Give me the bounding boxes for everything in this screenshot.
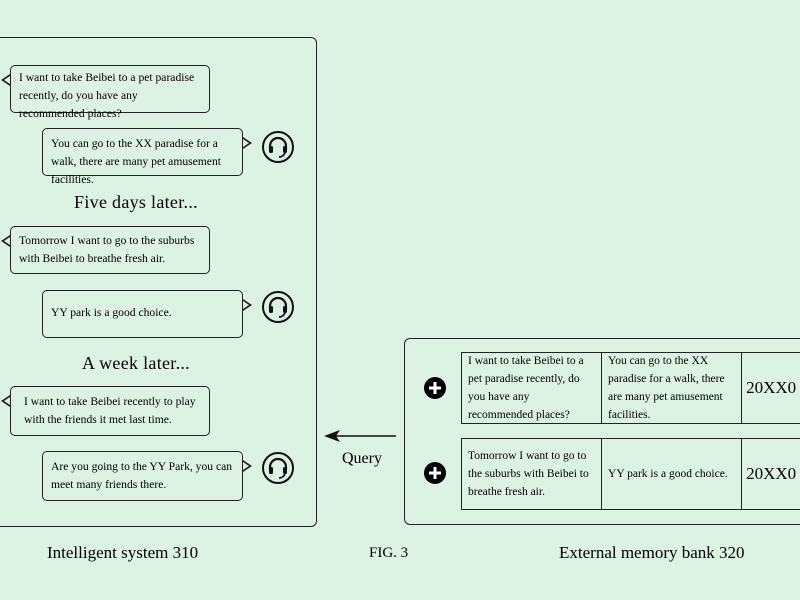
assistant-message-3-text: Are you going to the YY Park, you can me… bbox=[51, 460, 233, 491]
caption-intelligent-system: Intelligent system 310 bbox=[47, 543, 199, 562]
plus-circle-icon bbox=[424, 377, 446, 399]
user-message-2-text: Tomorrow I want to go to the suburbs wit… bbox=[19, 234, 195, 265]
caption-figure-number: FIG. 3 bbox=[369, 545, 409, 561]
memory-query-cell: Tomorrow I want to go to the suburbs wit… bbox=[462, 439, 603, 509]
time-label-five-days: Five days later... bbox=[74, 192, 198, 212]
memory-date-cell: 20XX0 bbox=[746, 378, 797, 397]
user-message-3-text: I want to take Beibei recently to play w… bbox=[24, 395, 196, 426]
assistant-message-1-text: You can go to the XX paradise for a walk… bbox=[51, 137, 221, 186]
intelligent-system-panel bbox=[0, 37, 317, 527]
user-message-1: I want to take Beibei to a pet paradise … bbox=[1, 65, 210, 120]
external-memory-panel bbox=[404, 338, 800, 525]
memory-response-cell: You can go to the XX paradise for a walk… bbox=[602, 353, 743, 423]
assistant-message-1: You can go to the XX paradise for a walk… bbox=[42, 128, 252, 186]
user-message-1-text: I want to take Beibei to a pet paradise … bbox=[19, 71, 195, 120]
memory-response-cell: YY park is a good choice. bbox=[602, 439, 743, 509]
user-message-2: Tomorrow I want to go to the suburbs wit… bbox=[1, 226, 210, 274]
headset-icon bbox=[262, 131, 294, 163]
assistant-message-3: Are you going to the YY Park, you can me… bbox=[42, 451, 252, 501]
memory-row: Tomorrow I want to go to the suburbs wit… bbox=[461, 438, 800, 510]
time-label-week: A week later... bbox=[82, 353, 190, 373]
user-message-3: I want to take Beibei recently to play w… bbox=[1, 386, 210, 436]
memory-row: I want to take Beibei to a pet paradise … bbox=[461, 352, 800, 424]
memory-date-cell: 20XX0 bbox=[746, 464, 797, 483]
assistant-message-2: YY park is a good choice. bbox=[42, 290, 252, 338]
plus-circle-icon bbox=[424, 462, 446, 484]
query-label: Query bbox=[342, 450, 382, 467]
arrow-left-icon bbox=[324, 430, 396, 442]
headset-icon bbox=[262, 291, 294, 323]
headset-icon bbox=[262, 452, 294, 484]
memory-query-cell: I want to take Beibei to a pet paradise … bbox=[462, 353, 603, 423]
assistant-message-2-text: YY park is a good choice. bbox=[51, 306, 172, 319]
caption-external-memory: External memory bank 320 bbox=[559, 543, 745, 562]
